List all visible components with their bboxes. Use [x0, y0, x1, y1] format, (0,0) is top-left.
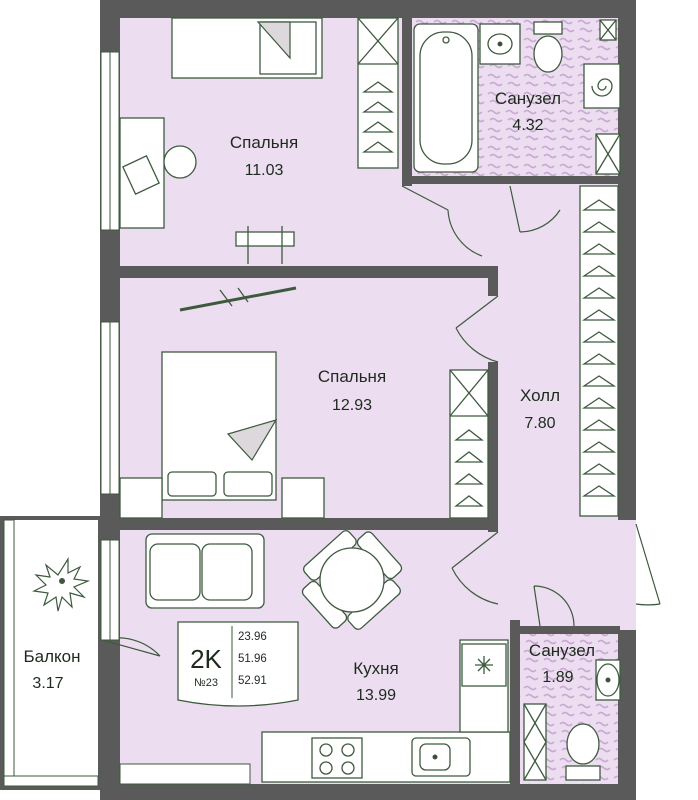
fridge-icon [461, 643, 507, 687]
living-area: 23.96 [238, 631, 267, 643]
dining-table-icon [301, 530, 403, 630]
bedroom1-label: Спальня [230, 133, 298, 152]
apartment-type: 2K [190, 644, 222, 674]
window-icon [119, 763, 251, 785]
bedroom1-area: 11.03 [245, 162, 284, 179]
bathroom1-label: Санузел [495, 89, 561, 108]
sofa-icon [145, 533, 265, 609]
interior-walls [100, 18, 636, 800]
shower-icon [599, 19, 617, 41]
kitchen-area: 13.99 [356, 687, 396, 704]
desk-icon [119, 117, 165, 229]
total-area: 51.96 [238, 653, 267, 665]
kitchen-sink-icon [411, 737, 471, 777]
bathroom2-area: 1.89 [542, 669, 573, 686]
hanger-icon [361, 81, 395, 153]
door-icon [533, 585, 575, 627]
bathroom1-area: 4.32 [512, 117, 543, 134]
bed-icon [119, 351, 325, 519]
tv-icon [179, 286, 297, 312]
plant-icon [32, 556, 91, 612]
toilet-icon [565, 723, 601, 781]
door-icon [509, 185, 561, 233]
door-icon [455, 295, 499, 363]
bed-icon [171, 17, 323, 79]
hanger-icon [454, 429, 484, 507]
sink-icon [479, 23, 521, 65]
total-area-with-balcony: 52.91 [238, 675, 267, 687]
bathtub-icon [413, 23, 479, 173]
bedroom2-label: Спальня [318, 367, 386, 386]
toilet-icon [533, 21, 563, 73]
washing-machine-icon [583, 63, 621, 109]
door-icon [635, 523, 661, 606]
kitchen-counter [261, 639, 511, 783]
radiator-icon [235, 226, 295, 264]
balcony [0, 516, 161, 790]
bedroom2-area: 12.93 [332, 397, 372, 414]
door-icon [401, 185, 483, 257]
apartment-badge: 2K №23 23.96 51.96 52.91 [177, 621, 299, 707]
shaft-icon [523, 703, 547, 781]
chair-icon [163, 145, 197, 179]
hall-right-floor [618, 520, 636, 630]
balcony-label: Балкон [23, 647, 80, 666]
apartment-number: №23 [194, 677, 218, 689]
kitchen-label: Кухня [353, 659, 399, 678]
bathroom2-label: Санузел [529, 641, 595, 660]
stove-icon [311, 737, 363, 779]
windows [100, 51, 251, 785]
room-labels: Спальня 11.03 Санузел 4.32 Спальня 12.93… [23, 89, 595, 704]
wardrobe-icon [357, 17, 399, 169]
wardrobe-icon [579, 185, 619, 517]
sink-icon [595, 659, 621, 701]
laptop-icon [122, 155, 160, 195]
hanger-icon [581, 199, 617, 497]
door-icon [451, 531, 499, 605]
balcony-area: 3.17 [32, 675, 63, 692]
doors [401, 185, 661, 627]
hall-label: Холл [520, 386, 560, 405]
wardrobe-icon [449, 369, 489, 519]
hall-area: 7.80 [524, 415, 555, 432]
